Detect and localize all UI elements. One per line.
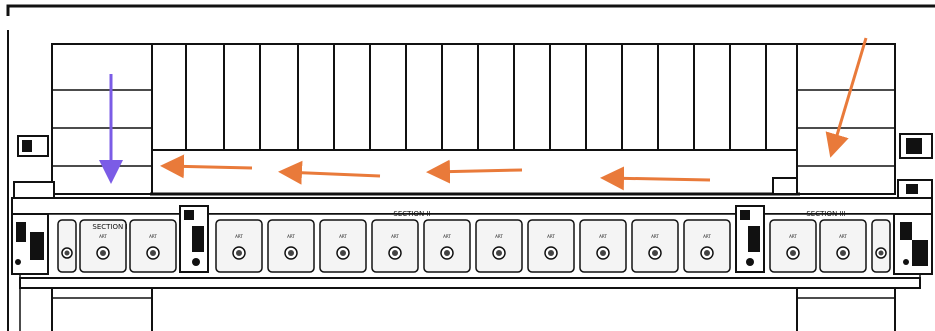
- module-knob-center: [704, 250, 710, 256]
- module-unit: [57, 219, 77, 273]
- module-box: [579, 219, 627, 273]
- drive-block-right: [735, 205, 765, 273]
- module-knob-center: [150, 250, 156, 256]
- right-stair-block: [796, 44, 895, 194]
- module-unit: ART: [267, 219, 315, 273]
- module-knob-center: [496, 250, 502, 256]
- module-tag: ART: [495, 234, 503, 239]
- module-box: [319, 219, 367, 273]
- module-knob-center: [100, 250, 106, 256]
- module-unit: ART: [475, 219, 523, 273]
- module-knob-center: [840, 250, 846, 256]
- module-tag: ART: [235, 234, 243, 239]
- module-unit: ART: [527, 219, 575, 273]
- module-box: [819, 219, 867, 273]
- module-box: [871, 219, 891, 273]
- module-box: [79, 219, 127, 273]
- module-knob-center: [878, 250, 884, 256]
- section-label-3: SECTION III: [806, 210, 845, 218]
- module-tag: ART: [789, 234, 797, 239]
- module-box: [371, 219, 419, 273]
- module-box: [769, 219, 817, 273]
- right-end-cap: [893, 133, 933, 275]
- arrow-left-2: [426, 159, 523, 184]
- module-knob-center: [652, 250, 658, 256]
- module-knob-center: [600, 250, 606, 256]
- arrow-left-1: [600, 166, 711, 191]
- module-tag: ART: [99, 234, 107, 239]
- module-tag: ART: [547, 234, 555, 239]
- module-knob-center: [288, 250, 294, 256]
- module-box: [129, 219, 177, 273]
- arrow-left-4: [160, 154, 253, 179]
- module-tag: ART: [443, 234, 451, 239]
- module-knob-center: [548, 250, 554, 256]
- arrow-diagonal-down-left: [825, 37, 868, 158]
- module-unit: ART: [215, 219, 263, 273]
- module-knob-center: [790, 250, 796, 256]
- module-unit: ART: [769, 219, 817, 273]
- module-box: [527, 219, 575, 273]
- section-label-1: SECTION I: [92, 223, 127, 231]
- module-box: [57, 219, 77, 273]
- module-unit: ART: [371, 219, 419, 273]
- module-tag: ART: [599, 234, 607, 239]
- module-box: [683, 219, 731, 273]
- conveyor-top-rail: [11, 197, 933, 215]
- section-label-2: SECTION II: [393, 210, 430, 218]
- module-box: [631, 219, 679, 273]
- module-tag: ART: [149, 234, 157, 239]
- module-knob-center: [392, 250, 398, 256]
- module-tag: ART: [651, 234, 659, 239]
- module-tag: ART: [391, 234, 399, 239]
- conveyor-bottom-rail: [19, 277, 921, 289]
- module-knob-center: [236, 250, 242, 256]
- module-unit: ART: [423, 219, 471, 273]
- module-knob-center: [340, 250, 346, 256]
- module-knob-center: [444, 250, 450, 256]
- module-box: [215, 219, 263, 273]
- module-unit: ART: [819, 219, 867, 273]
- module-box: [267, 219, 315, 273]
- module-unit: ART: [631, 219, 679, 273]
- module-tag: ART: [339, 234, 347, 239]
- module-box: [423, 219, 471, 273]
- arrow-left-3: [278, 160, 381, 185]
- module-knob-center: [64, 250, 70, 256]
- module-box: [475, 219, 523, 273]
- module-unit: ART: [129, 219, 177, 273]
- module-unit: ART: [579, 219, 627, 273]
- module-tag: ART: [839, 234, 847, 239]
- module-unit: [871, 219, 891, 273]
- module-unit: ART: [683, 219, 731, 273]
- module-unit: ART: [319, 219, 367, 273]
- left-end-cap: [11, 135, 55, 275]
- drive-block-left: [179, 205, 209, 273]
- top-frame-line: [6, 4, 935, 16]
- left-stair-block: [52, 44, 153, 194]
- right-step-box: [772, 177, 798, 195]
- module-row: ART ART ART ART ART ART ART ART ART ART ART ART ART A…: [57, 219, 891, 273]
- rack-slats: [185, 44, 767, 150]
- support-legs: [19, 288, 896, 331]
- module-unit: ART: [79, 219, 127, 273]
- module-tag: ART: [287, 234, 295, 239]
- module-tag: ART: [703, 234, 711, 239]
